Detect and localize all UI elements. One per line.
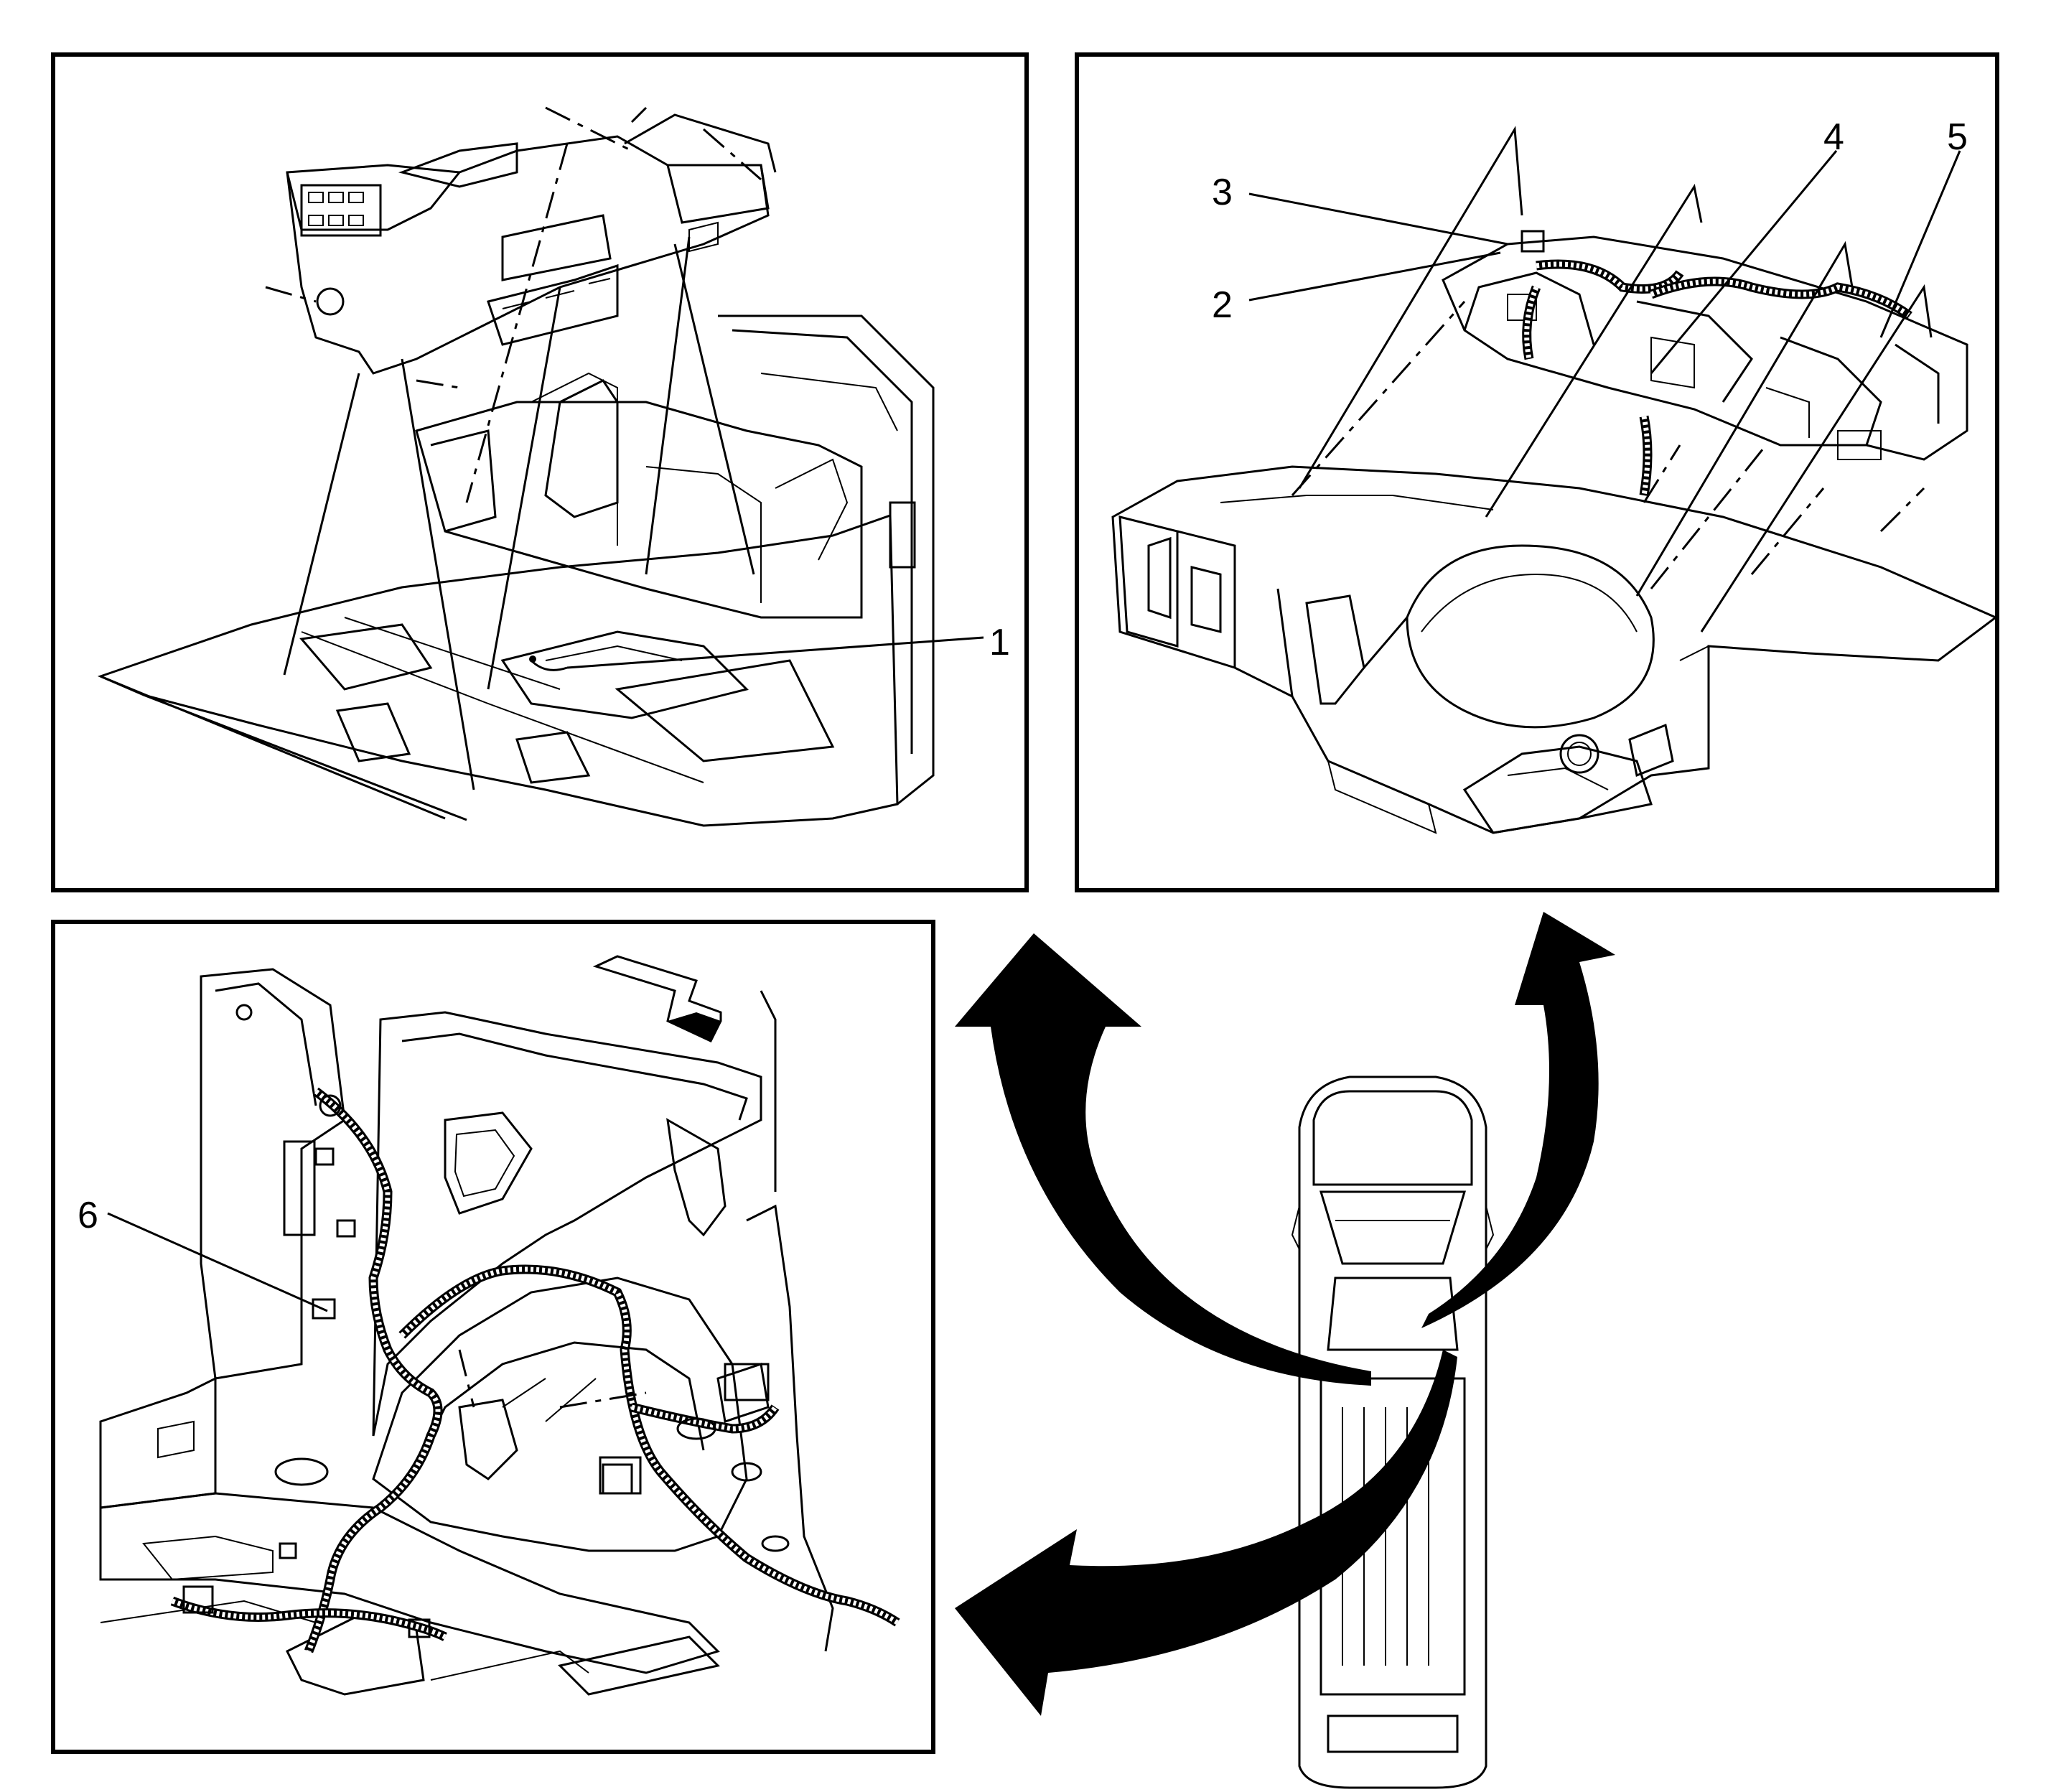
callout-1: 1 [989,622,1010,663]
arrow-to-rear-quarter-panel-icon [955,1350,1457,1716]
floor-pan-illustration [97,106,935,827]
callout-3-leader [1248,192,1508,246]
callout-1-leader [566,636,984,669]
panel-console-floor: 1 [51,52,1029,892]
panel-frame [51,52,1029,892]
arrow-to-console-panel-icon [955,933,1371,1386]
arrow-to-instrument-panel-icon [1421,912,1615,1328]
panel-instrument-panel: 3 2 4 5 [1075,52,1999,892]
rear-quarter-illustration [99,955,900,1696]
panel-frame [1075,52,1999,892]
callout-2-leader [1248,251,1501,302]
panel-rear-quarter: 6 [51,920,935,1754]
callout-6: 6 [78,1195,98,1236]
callout-6-leader [107,1212,328,1312]
callout-2: 2 [1212,284,1233,326]
callout-4: 4 [1823,116,1844,158]
vehicle-top-view-icon [1291,1075,1495,1789]
callout-5: 5 [1947,116,1968,158]
vehicle-locator [955,912,1615,1789]
callout-5-leader [1879,150,1961,338]
callout-3: 3 [1212,172,1233,213]
forward-arrow-icon [592,955,722,1042]
panel-frame [51,920,935,1754]
callout-4-leader [1650,150,1838,374]
instrument-panel-illustration [1111,126,1998,834]
